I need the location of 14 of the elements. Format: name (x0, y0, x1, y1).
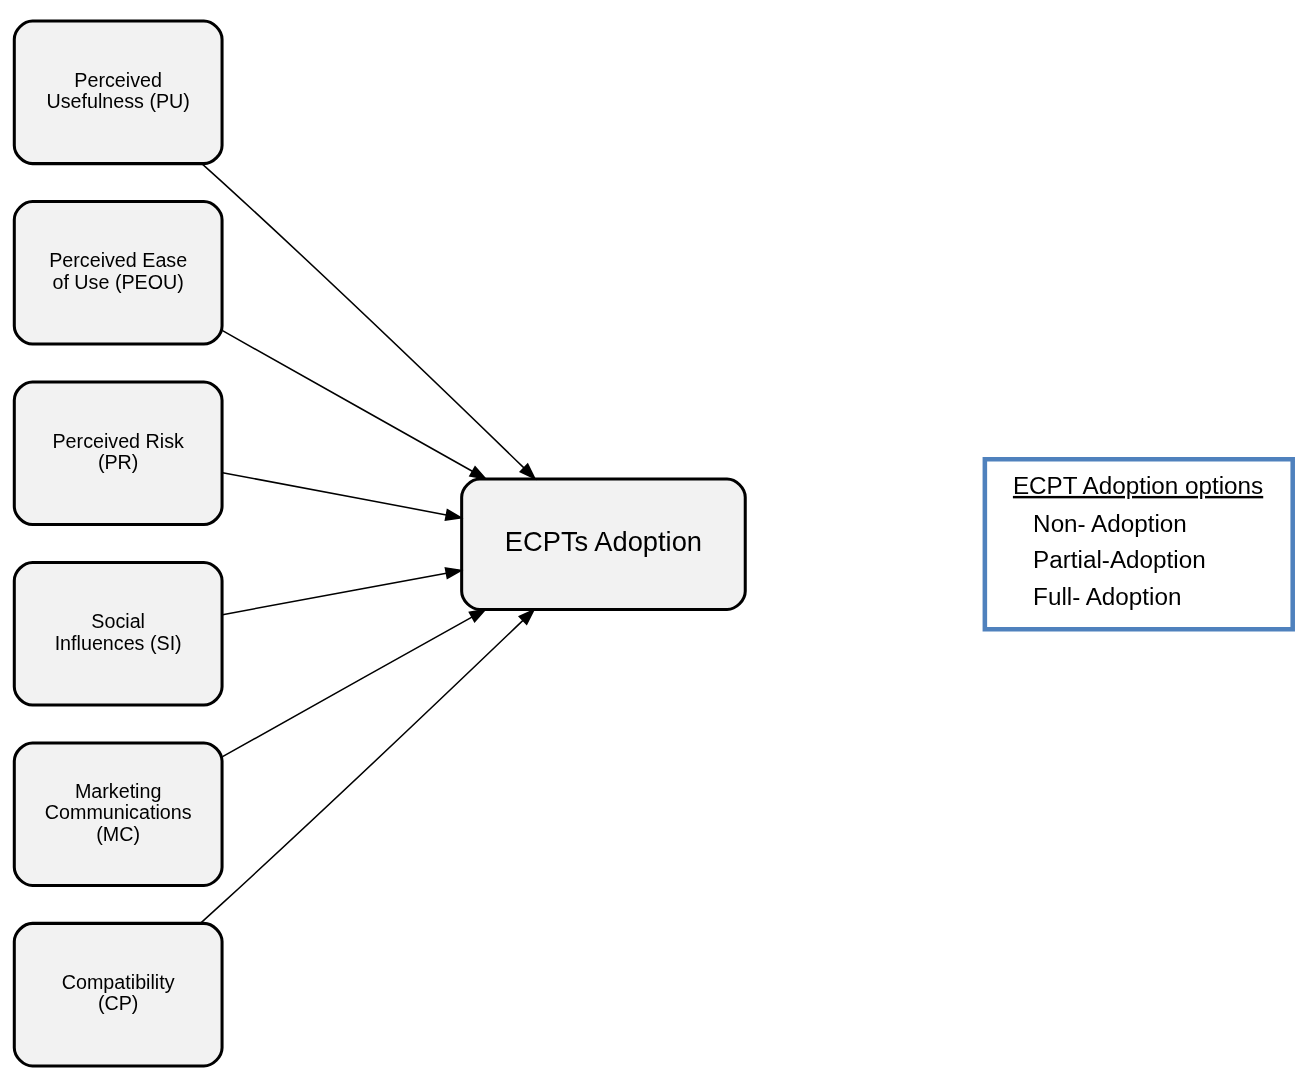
arrow (221, 566, 464, 615)
node-box: Perceived Usefulness (PU) (12, 19, 224, 165)
node-box: Compatibility (CP) (12, 921, 224, 1067)
node-box: Perceived Ease of Use (PEOU) (12, 199, 224, 346)
node-box: ECPT Adoption options Non- Adoption Partial-Adoption Full- Adoption (982, 456, 1295, 631)
arrow (221, 471, 464, 521)
arrow (221, 607, 488, 757)
arrow (201, 162, 537, 480)
arrow (221, 329, 488, 480)
arrow (199, 607, 536, 924)
node-box: Marketing Communications (MC) (12, 740, 224, 887)
node-box: ECPTs Adoption (460, 477, 747, 611)
node-box: Social Influences (SI) (12, 560, 224, 707)
node-box: Perceived Risk (PR) (12, 379, 224, 526)
